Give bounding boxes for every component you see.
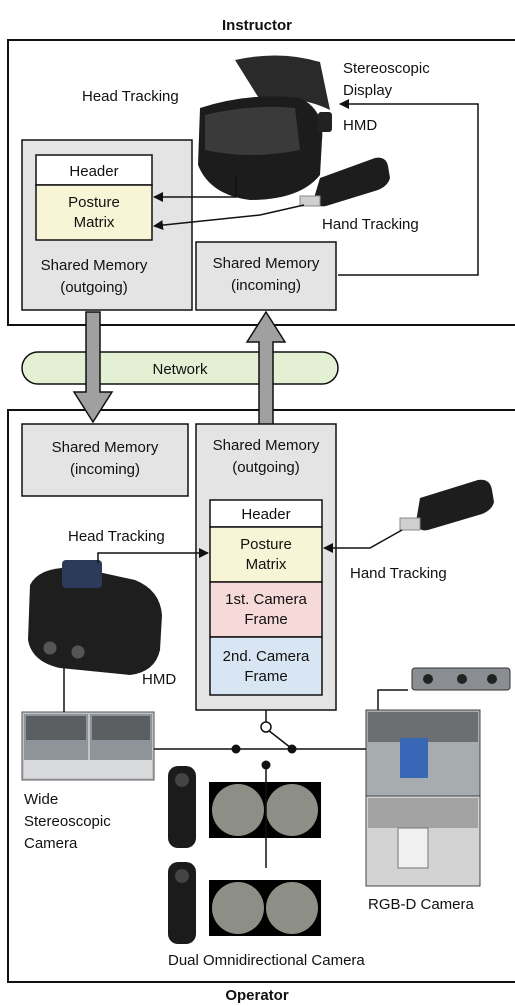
instructor-hmd-illustration [198,55,332,200]
operator-hand-tracker-illustration [399,479,494,531]
wide-camera-label-2: Stereoscopic [24,813,111,830]
stereoscopic-label-2: Display [343,82,393,99]
operator-hmd-label: HMD [142,671,176,688]
wide-camera-label-1: Wide [24,791,58,808]
instructor-head-tracking-label: Head Tracking [82,88,179,105]
instructor-shared-memory-incoming [195,241,337,311]
operator-cam2-text-1: 2nd. Camera [223,648,310,665]
instructor-outgoing-label-1: Shared Memory [41,257,148,274]
wide-camera-label-3: Camera [24,835,78,852]
operator-cam2-text-2: Frame [244,668,287,685]
operator-shared-memory-incoming [21,423,189,497]
operator-incoming-label-2: (incoming) [70,461,140,478]
instructor-header-text: Header [69,163,118,180]
operator-posture-text-2: Matrix [246,556,287,573]
operator-connectors [63,529,408,868]
instructor-connectors [153,99,479,276]
omni-camera-2 [168,862,321,944]
switch-pivot [260,721,272,733]
wide-stereo-camera-image [21,711,155,781]
instructor-incoming-label-2: (incoming) [231,277,301,294]
instructor-hmd-label: HMD [343,117,377,134]
operator-cam2-cell [209,636,323,696]
omni-camera-label: Dual Omnidirectional Camera [168,952,365,969]
operator-cam1-text-1: 1st. Camera [225,591,307,608]
operator-hand-tracking-label: Hand Tracking [350,565,447,582]
switch-nodes [231,744,297,770]
instructor-posture-text-2: Matrix [74,214,115,231]
rgbd-camera-image [365,709,481,887]
instructor-incoming-label-1: Shared Memory [213,255,320,272]
operator-posture-cell [209,526,323,583]
operator-title: Operator [225,987,289,1004]
instructor-outgoing-label-2: (outgoing) [60,279,128,296]
omni-camera-1 [168,766,321,848]
rgbd-camera-device [411,667,511,691]
operator-hmd-illustration [28,560,162,675]
operator-incoming-label-1: Shared Memory [52,439,159,456]
operator-cam1-text-2: Frame [244,611,287,628]
instructor-hand-tracker-illustration [299,157,390,207]
instructor-posture-text-1: Posture [68,194,120,211]
stereoscopic-label-1: Stereoscopic [343,60,430,77]
rgbd-camera-label: RGB-D Camera [368,896,475,913]
operator-posture-text-1: Posture [240,536,292,553]
instructor-header-cell [35,154,153,186]
network-arrows [72,310,287,429]
instructor-hand-tracking-label: Hand Tracking [322,216,419,233]
instructor-posture-cell [35,184,153,241]
instructor-title: Instructor [222,17,292,34]
operator-outgoing-label-1: Shared Memory [213,437,320,454]
operator-outgoing-label-2: (outgoing) [232,459,300,476]
operator-head-tracking-label: Head Tracking [68,528,165,545]
operator-header-cell [209,499,323,528]
operator-header-text: Header [241,506,290,523]
network-label: Network [152,361,208,378]
